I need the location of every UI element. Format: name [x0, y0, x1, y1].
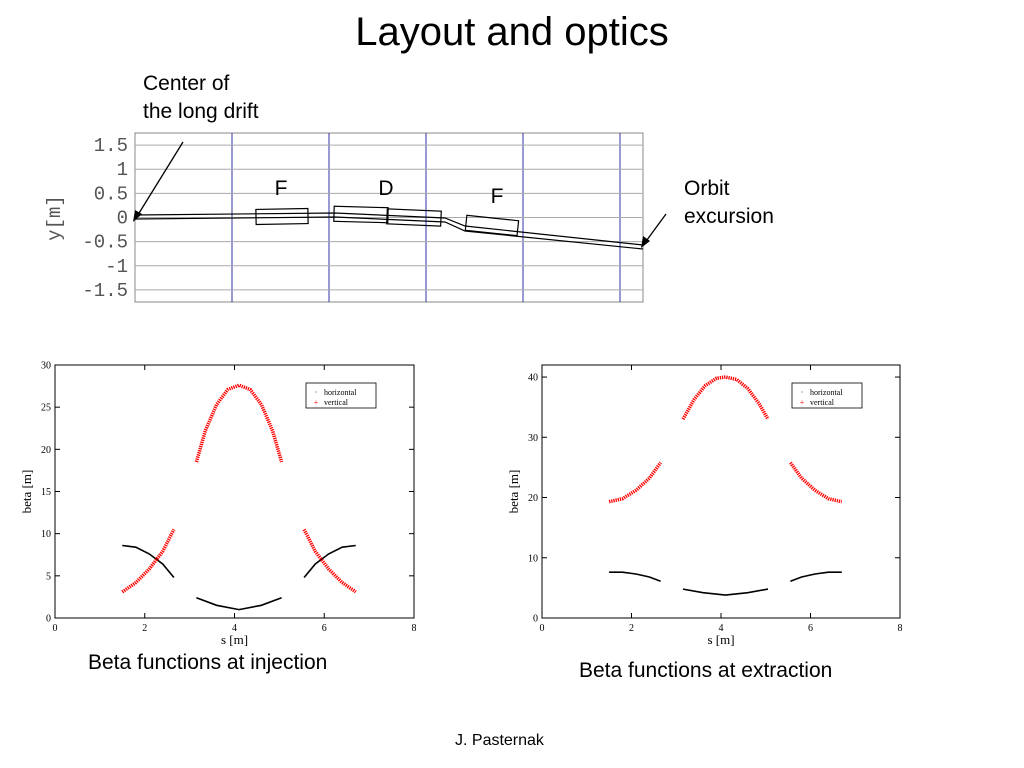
- horizontal-beta-curve: [196, 597, 282, 611]
- y-tick-label: 0: [46, 614, 51, 625]
- y-tick-label: 20: [528, 493, 538, 504]
- beta-extraction-chart: 0 2 4 6 8 0 10 20 30 40 s [m] beta [m] · horizontal + v…: [506, 364, 903, 647]
- y-tick-label: 5: [46, 571, 51, 582]
- layout-y-axis-label: y[m]: [44, 195, 66, 241]
- x-tick-label: 6: [808, 623, 813, 634]
- orbit-excursion-note: Orbit excursion: [684, 175, 774, 231]
- element-label-f1: F: [275, 177, 288, 200]
- x-tick-label: 0: [540, 623, 545, 634]
- horizontal-beta-curve: [790, 571, 842, 583]
- layout-y-tick-label: -1: [105, 256, 128, 278]
- magnet-d-second-half: [386, 208, 442, 227]
- y-tick-label: 10: [41, 529, 51, 540]
- legend-marker: ·: [801, 388, 804, 397]
- horizontal-beta-curve: [122, 544, 175, 579]
- magnet-f2: [464, 214, 520, 237]
- legend-label: vertical: [324, 398, 349, 407]
- x-tick-label: 6: [322, 623, 327, 634]
- y-tick-label: 30: [528, 433, 538, 444]
- x-tick-label: 4: [232, 623, 237, 634]
- layout-y-tick-label: 1: [117, 159, 128, 181]
- y-tick-label: 25: [41, 403, 51, 414]
- magnet-d: [333, 205, 389, 224]
- y-tick-label: 0: [533, 614, 538, 625]
- legend-marker: +: [314, 398, 319, 407]
- legend-marker: ·: [315, 388, 318, 397]
- x-tick-label: 8: [412, 623, 417, 634]
- vertical-beta-curve: [788, 461, 843, 504]
- element-label-f2: F: [491, 185, 504, 208]
- legend-label: horizontal: [810, 388, 843, 397]
- author-credit: J. Pasternak: [455, 732, 544, 749]
- center-drift-note-line1: Center of: [143, 72, 230, 95]
- layout-y-tick-label: -0.5: [82, 232, 128, 254]
- y-tick-label: 15: [41, 487, 51, 498]
- y-tick-label: 30: [41, 361, 51, 372]
- legend-label: horizontal: [324, 388, 357, 397]
- layout-y-tick-label: 1.5: [94, 135, 128, 157]
- horizontal-beta-curve: [609, 571, 661, 583]
- legend-marker: +: [800, 398, 805, 407]
- y-tick-label: 20: [41, 445, 51, 456]
- vertical-beta-curve: [194, 383, 284, 463]
- reference-orbit-line: [134, 212, 644, 250]
- y-tick-label: 10: [528, 553, 538, 564]
- layout-y-tick-label: -1.5: [82, 280, 128, 302]
- beta-injection-chart: 0 2 4 6 8 0 5 10 15 20 25 30 s [m] beta [m] · horizonta…: [19, 361, 417, 648]
- injection-caption: Beta functions at injection: [88, 651, 328, 674]
- orbit-note-line1: Orbit: [684, 177, 730, 200]
- center-drift-arrow: [133, 141, 184, 222]
- extraction-caption: Beta functions at extraction: [579, 659, 833, 682]
- layout-y-tick-label: 0.5: [94, 183, 128, 205]
- legend-label: vertical: [810, 398, 835, 407]
- vertical-beta-curve: [302, 528, 357, 594]
- element-label-d: D: [378, 177, 393, 200]
- horizontal-beta-curve: [303, 544, 356, 579]
- x-tick-label: 0: [53, 623, 58, 634]
- legend-box: [791, 382, 863, 409]
- legend-box: [305, 382, 377, 409]
- layout-y-tick-labels: 1.510.5 0-0.5-1-1.5: [82, 135, 128, 302]
- y-axis-label: beta [m]: [19, 470, 34, 514]
- y-tick-label: 40: [528, 373, 538, 384]
- orbit-note-line2: excursion: [684, 205, 774, 228]
- x-tick-label: 2: [142, 623, 147, 634]
- slide-title: Layout and optics: [355, 10, 669, 54]
- vertical-beta-curve: [121, 528, 176, 594]
- x-tick-label: 2: [629, 623, 634, 634]
- x-tick-label: 4: [719, 623, 724, 634]
- layout-horizontal-gridlines: [135, 144, 643, 291]
- x-tick-label: 8: [898, 623, 903, 634]
- layout-y-tick-label: 0: [117, 208, 128, 230]
- x-axis-label: s [m]: [221, 632, 248, 647]
- orbit-excursion-arrow: [641, 213, 667, 248]
- vertical-beta-curve: [608, 461, 663, 504]
- center-drift-note: Center of the long drift: [143, 70, 259, 126]
- magnet-f1: [255, 207, 309, 226]
- x-axis-label: s [m]: [707, 632, 734, 647]
- horizontal-beta-curve: [682, 588, 769, 596]
- vertical-beta-curve: [681, 375, 770, 421]
- y-axis-label: beta [m]: [506, 470, 521, 514]
- center-drift-note-line2: the long drift: [143, 100, 259, 123]
